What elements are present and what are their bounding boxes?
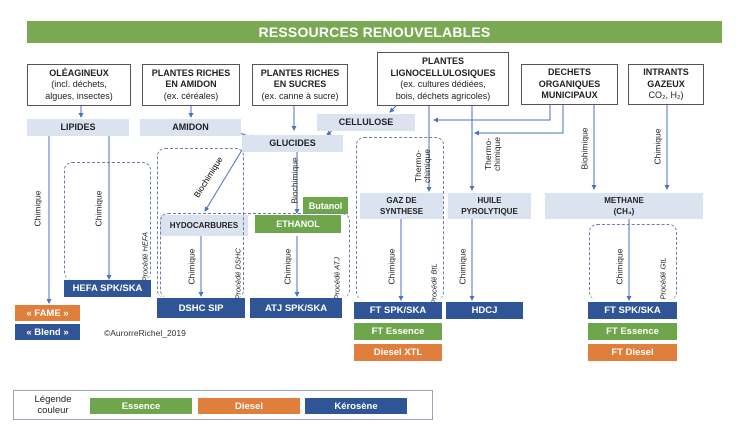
label-procede-atj: Procédé ATJ — [332, 256, 342, 300]
source-intrants-name1: INTRANTS — [643, 67, 689, 78]
source-ligno-desc2: bois, déchets agricoles) — [395, 90, 491, 101]
source-intrants-name2: GAZEUX — [647, 78, 685, 89]
source-sucres: PLANTES RICHES EN SUCRES (ex. canne à su… — [252, 64, 348, 106]
intermediate-butanol: Butanol — [303, 197, 348, 214]
group-atj — [160, 213, 350, 298]
product-blend: « Blend » — [15, 324, 80, 340]
intermediate-lipides: LIPIDES — [27, 119, 129, 136]
source-dechets-name3: MUNICIPAUX — [541, 90, 598, 101]
source-dechets: DECHETS ORGANIQUES MUNICIPAUX — [521, 64, 618, 105]
source-dechets-name1: DECHETS — [547, 67, 591, 78]
source-ligno-name1: PLANTES — [421, 56, 464, 66]
source-lignocellulosiques: PLANTES LIGNOCELLULOSIQUES (ex. cultures… — [377, 52, 509, 106]
source-sucres-name1: PLANTES RICHES — [260, 67, 340, 78]
arrow-glucides-hydrocarbures — [204, 149, 243, 212]
label-chimique-dshc: Chimique — [186, 248, 197, 285]
source-ligno-desc1: (ex. cultures dédiées, — [400, 79, 486, 89]
label-biohimique-methane: Biohimique — [579, 127, 590, 170]
gaz-line2: SYNTHESE — [379, 207, 424, 216]
product-ft-spk-ska-gtl: FT SPK/SKA — [588, 302, 677, 319]
label-procede-btl: Procédé BtL — [429, 263, 439, 305]
label-biochimique-ethanol: Biochimique — [289, 157, 300, 204]
group-dshc — [157, 148, 244, 298]
source-oleagineux-desc2: algues, insectes) — [45, 90, 113, 101]
group-btl — [356, 137, 444, 300]
label-chimique-hefa: Chimique — [93, 190, 104, 227]
arrow-ligno-cellulose — [389, 105, 397, 113]
label-chimique-fame: Chimique — [32, 190, 43, 227]
source-ligno-name2: LIGNOCELLULOSIQUES — [390, 67, 496, 78]
intermediate-cellulose: CELLULOSE — [317, 114, 415, 131]
source-amidon-name2: EN AMIDON — [165, 79, 217, 90]
label-chimique-intrants: Chimique — [652, 128, 663, 165]
methane-line2: (CH₄) — [613, 207, 635, 216]
intermediate-amidon: AMIDON — [140, 119, 241, 136]
product-ft-diesel: FT Diesel — [588, 344, 677, 361]
title-banner: RESSOURCES RENOUVELABLES — [27, 21, 722, 43]
huile-line2: PYROLYTIQUE — [461, 207, 518, 216]
intermediate-huile-pyrolytique: HUILE PYROLYTIQUE — [448, 193, 531, 219]
thermo-gaz-line2: chimique — [422, 148, 432, 184]
arrow-dechets-huile — [474, 105, 564, 136]
source-amidon-name1: PLANTES RICHES — [151, 67, 231, 78]
huile-line1: HUILE — [477, 196, 502, 205]
label-procede-hefa: Procédé HEFA — [140, 232, 150, 282]
product-ft-essence-btl: FT Essence — [354, 323, 442, 340]
legend-item-essence: Essence — [90, 398, 192, 414]
intermediate-methane: METHANE (CH₄) — [545, 193, 703, 219]
source-amidon-desc: (ex. céréales) — [163, 90, 219, 101]
source-intrants-desc: CO₂, H₂) — [648, 90, 684, 101]
label-thermochimique-huile: Thermo- chimique — [483, 124, 502, 184]
label-procede-dshc: Procédé DSHC — [233, 248, 243, 300]
source-oleagineux: OLÉAGINEUX (incl. déchets, algues, insec… — [27, 64, 131, 106]
product-ft-essence-gtl: FT Essence — [588, 323, 677, 340]
product-ft-spk-ska-btl: FT SPK/SKA — [354, 302, 442, 319]
product-dshc-sip: DSHC SIP — [157, 298, 245, 318]
legend-title-line2: couleur — [37, 405, 69, 416]
intermediate-gaz-synthese: GAZ DE SYNTHESE — [360, 193, 443, 219]
methane-line1: METHANE — [604, 196, 644, 205]
group-hefa — [64, 162, 151, 280]
source-oleagineux-name: OLÉAGINEUX — [49, 67, 109, 78]
label-chimique-hdcj: Chimique — [457, 248, 468, 285]
source-sucres-name2: EN SUCRES — [273, 79, 327, 90]
copyright-text: ©AurorreRichel_2019 — [104, 328, 186, 338]
source-oleagineux-desc1: (incl. déchets, — [51, 79, 107, 90]
source-intrants-gazeux: INTRANTS GAZEUX CO₂, H₂) — [628, 64, 704, 105]
label-procede-gtl: Procédé GtL — [658, 257, 668, 300]
product-atj-spk-ska: ATJ SPK/SKA — [250, 298, 342, 318]
intermediate-ethanol: ETHANOL — [255, 215, 341, 233]
product-diesel-xtl: Diesel XTL — [354, 344, 442, 361]
source-dechets-name2: ORGANIQUES — [538, 78, 601, 89]
legend-item-diesel: Diesel — [198, 398, 300, 414]
arrow-dechets-cellulose — [433, 105, 551, 123]
intermediate-glucides: GLUCIDES — [242, 135, 343, 152]
source-sucres-desc: (ex. canne à sucre) — [261, 90, 339, 101]
legend-title-line1: Légende — [34, 394, 72, 405]
legend-title: Légende couleur — [28, 394, 78, 416]
label-thermochimique-gaz: Thermo- chimique — [413, 136, 432, 196]
label-chimique-gtl: Chimique — [614, 248, 625, 285]
legend-item-kerosene: Kérosène — [305, 398, 407, 414]
product-hefa-spk-ska: HEFA SPK/SKA — [64, 280, 151, 297]
product-fame: « FAME » — [15, 305, 80, 321]
label-chimique-ftspk: Chimique — [386, 248, 397, 285]
thermo-huile-line2: chimique — [492, 136, 502, 172]
source-amidon: PLANTES RICHES EN AMIDON (ex. céréales) — [142, 64, 240, 106]
gaz-line1: GAZ DE — [386, 196, 417, 205]
label-chimique-atj: Chimique — [282, 248, 293, 285]
product-hdcj: HDCJ — [446, 302, 523, 319]
group-gtl — [589, 224, 677, 300]
color-legend: Légende couleur Essence Diesel Kérosène — [13, 390, 433, 420]
intermediate-hydrocarbures: HYDOCARBURES — [160, 215, 248, 236]
